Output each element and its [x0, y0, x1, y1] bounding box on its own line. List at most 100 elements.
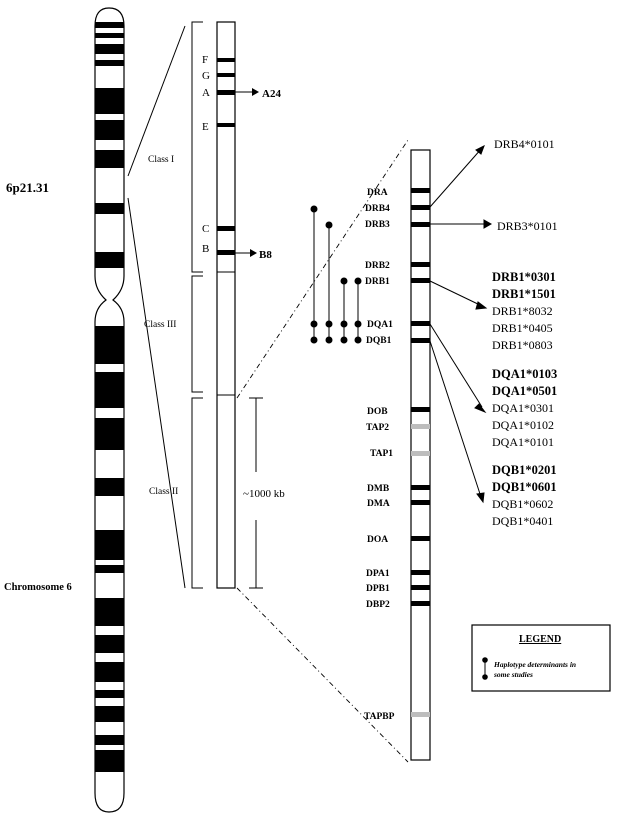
chromosome-band	[95, 750, 124, 772]
legend-title: LEGEND	[519, 634, 561, 645]
band-tap1	[411, 451, 430, 456]
gene-label: DOA	[367, 535, 388, 545]
allele: DRB1*0803	[492, 338, 553, 352]
allele-bold: DRB1*1501	[492, 287, 556, 301]
mhc-bar-outline	[216, 21, 236, 589]
band-label: 6p21.31	[6, 180, 49, 195]
class-brackets	[191, 21, 203, 589]
class3-label: Class III	[144, 320, 176, 330]
chromosome-band	[95, 565, 124, 573]
band-tapbp	[411, 712, 430, 717]
chromosome-name-label: Chromosome 6	[4, 582, 72, 593]
chromosome-band	[95, 735, 124, 745]
scale-label: ~1000 kb	[243, 488, 285, 500]
class2-allele-arrows	[429, 144, 493, 504]
gene-label: E	[202, 121, 209, 133]
class1-gene-labels: F G A E C B	[202, 54, 210, 255]
allele: DRB1*8032	[492, 304, 553, 318]
arrowhead	[475, 144, 485, 155]
chromosome-band	[95, 690, 124, 698]
chromosome-bands	[95, 22, 124, 772]
chromosome-band	[95, 418, 124, 450]
chromosome-band	[95, 150, 124, 168]
gene-band-e	[217, 123, 235, 127]
allele-a24: A24	[262, 88, 281, 100]
legend-text-line1: Haplotype determinants in	[493, 660, 576, 669]
chromosome-band	[95, 120, 124, 140]
gene-label: B	[202, 243, 209, 255]
scale-bar	[249, 397, 263, 589]
chromosome-band	[95, 372, 124, 408]
band-drb3	[411, 222, 430, 227]
allele: DQB1*0401	[492, 514, 553, 528]
chromosome-band	[95, 33, 124, 38]
allele-drb4: DRB4*0101	[494, 137, 555, 151]
pin-dot	[354, 336, 362, 344]
zoom-dashed-top	[236, 139, 409, 399]
mhc-region-bar	[216, 21, 236, 589]
pin-dot	[310, 336, 318, 344]
chromosome-band	[95, 706, 124, 722]
gene-band-b	[217, 250, 235, 255]
arrow-drb4	[429, 147, 483, 208]
zoom-line-top	[127, 25, 186, 177]
class2-detail-bar	[410, 149, 431, 761]
band-drb4	[411, 205, 430, 210]
band-dma	[411, 500, 430, 505]
gene-band-a	[217, 90, 235, 95]
gene-label: A	[202, 87, 210, 99]
legend-pin-head	[482, 657, 488, 663]
chromosome-band	[95, 662, 124, 682]
gene-label: C	[202, 223, 209, 235]
arrow-a24-head	[252, 88, 259, 96]
band-dqb1	[411, 338, 430, 343]
gene-label: DRB2	[365, 261, 390, 271]
chromosome-band	[95, 60, 124, 66]
legend: LEGEND Haplotype determinants in some st…	[471, 624, 611, 692]
chromosome-ideogram: 6p21.31 Chromosome 6	[4, 7, 125, 813]
band-dmb	[411, 485, 430, 490]
allele-bold: DQA1*0501	[492, 384, 557, 398]
class1-allele-arrows: A24 B8	[235, 88, 281, 261]
pin-dot	[354, 320, 362, 328]
chromosome-band	[95, 598, 124, 626]
allele: DRB1*0405	[492, 321, 553, 335]
chromosome-band	[95, 326, 124, 364]
zoom-lines-chromosome	[127, 25, 186, 589]
chromosome-band	[95, 635, 124, 653]
allele: DQA1*0102	[492, 418, 554, 432]
pin-dot	[340, 320, 348, 328]
allele-bold: DRB1*0301	[492, 270, 556, 284]
gene-label: DRA	[367, 188, 388, 198]
band-dpb1	[411, 585, 430, 590]
gene-band-g	[217, 73, 235, 77]
allele-bold: DQA1*0103	[492, 367, 557, 381]
gene-label: TAP1	[370, 449, 393, 459]
class2-bracket	[191, 397, 203, 589]
gene-label: DBP2	[366, 600, 390, 610]
class1-bracket	[191, 21, 203, 273]
band-drb1	[411, 278, 430, 283]
gene-label: TAPBP	[364, 712, 395, 722]
arrowhead	[483, 219, 493, 229]
pin-dot	[340, 336, 348, 344]
arrow-dqa1	[429, 323, 483, 408]
arrow-dqb1	[429, 340, 482, 498]
haplotype-pins	[310, 205, 362, 344]
band-doa	[411, 536, 430, 541]
allele-bold: DQB1*0601	[492, 480, 557, 494]
gene-label: DQA1	[367, 320, 393, 330]
pin-head	[354, 277, 362, 285]
zoom-dashed-bottom	[236, 587, 409, 763]
legend-pin-dot	[482, 674, 488, 680]
class2-label: Class II	[149, 487, 178, 497]
gene-band-c	[217, 226, 235, 231]
chromosome-band	[95, 88, 124, 114]
arrow-drb1	[429, 280, 483, 307]
band-dqa1	[411, 321, 430, 326]
arrowhead	[476, 492, 485, 504]
arrowhead	[475, 301, 488, 310]
gene-label: DRB1	[365, 277, 390, 287]
pin-head	[310, 205, 318, 213]
